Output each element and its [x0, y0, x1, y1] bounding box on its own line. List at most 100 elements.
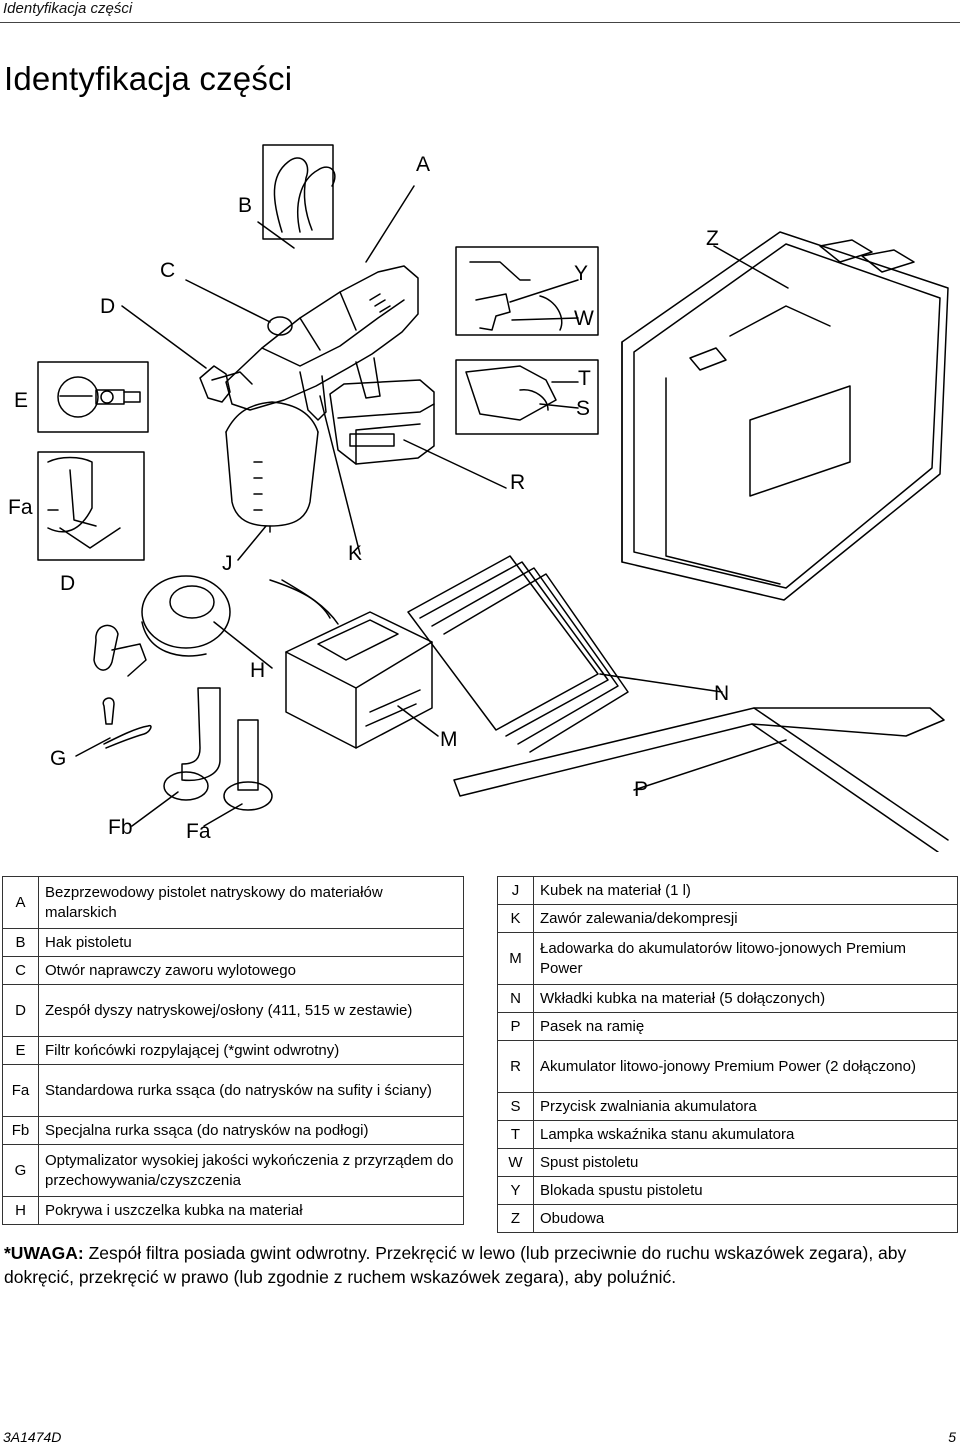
- note-label: *UWAGA:: [4, 1243, 84, 1263]
- part-letter: C: [2, 956, 39, 985]
- part-description: Otwór naprawczy zaworu wylotowego: [38, 956, 464, 985]
- part-letter: Fa: [2, 1064, 39, 1117]
- cup-liners: [407, 555, 599, 731]
- spray-tip: [199, 365, 231, 403]
- inset-trigger-lock-frame: [455, 246, 599, 336]
- callout-w: W: [574, 307, 594, 330]
- gun-handle: [299, 371, 327, 421]
- callout-k: K: [348, 542, 362, 565]
- inset-tube-frame: [37, 451, 145, 561]
- part-letter: R: [497, 1040, 534, 1093]
- table-row: E Filtr końcówki rozpylającej (*gwint od…: [2, 1036, 464, 1065]
- spray-gun-body: [225, 265, 419, 411]
- part-description: Blokada spustu pistoletu: [533, 1176, 958, 1205]
- callout-e: E: [14, 389, 28, 412]
- part-description: Filtr końcówki rozpylającej (*gwint odwr…: [38, 1036, 464, 1065]
- suction-tube-fa: [237, 719, 259, 791]
- fine-finish-optimizer: [102, 697, 115, 725]
- part-letter: Fb: [2, 1116, 39, 1145]
- callout-fa-tube: Fa: [186, 820, 211, 843]
- callout-t: T: [578, 367, 591, 390]
- part-letter: N: [497, 984, 534, 1013]
- inset-battery-button-frame: [455, 359, 599, 435]
- part-letter: Z: [497, 1204, 534, 1233]
- callout-g: G: [50, 747, 66, 770]
- callout-j: J: [222, 552, 233, 575]
- callout-b: B: [238, 194, 252, 217]
- paint-cup: [225, 431, 319, 527]
- parts-table-left: A Bezprzewodowy pistolet natryskowy do m…: [2, 876, 464, 1225]
- part-description: Pokrywa i uszczelka kubka na materiał: [38, 1196, 464, 1225]
- inset-filter-frame: [37, 361, 149, 433]
- note-text: Zespół filtra posiada gwint odwrotny. Pr…: [4, 1243, 907, 1287]
- part-letter: Y: [497, 1176, 534, 1205]
- callout-y: Y: [574, 262, 588, 285]
- table-row: P Pasek na ramię: [497, 1012, 958, 1041]
- parts-table-right: J Kubek na materiał (1 l) K Zawór zalewa…: [497, 876, 958, 1233]
- table-row: C Otwór naprawczy zaworu wylotowego: [2, 956, 464, 985]
- part-description: Pasek na ramię: [533, 1012, 958, 1041]
- part-description: Zawór zalewania/dekompresji: [533, 904, 958, 933]
- callout-n: N: [714, 682, 729, 705]
- callout-c: C: [160, 259, 175, 282]
- callout-fb: Fb: [108, 816, 133, 839]
- running-header: Identyfikacja części: [3, 0, 133, 17]
- part-description: Kubek na materiał (1 l): [533, 876, 958, 905]
- part-description: Standardowa rurka ssąca (do natrysków na…: [38, 1064, 464, 1117]
- callout-m: M: [440, 728, 458, 751]
- part-letter: J: [497, 876, 534, 905]
- part-description: Hak pistoletu: [38, 928, 464, 957]
- suction-tube-fb: [181, 687, 221, 782]
- callout-a: A: [416, 153, 430, 176]
- table-row: D Zespół dyszy natryskowej/osłony (411, …: [2, 984, 464, 1037]
- table-row: M Ładowarka do akumulatorów litowo-jonow…: [497, 932, 958, 985]
- part-letter: H: [2, 1196, 39, 1225]
- filter-thread-note: *UWAGA: Zespół filtra posiada gwint odwr…: [4, 1241, 959, 1289]
- charger-cord: [269, 579, 331, 619]
- part-letter: S: [497, 1092, 534, 1121]
- part-description: Ładowarka do akumulatorów litowo-jonowyc…: [533, 932, 958, 985]
- table-row: Fa Standardowa rurka ssąca (do natrysków…: [2, 1064, 464, 1117]
- part-description: Wkładki kubka na materiał (5 dołączonych…: [533, 984, 958, 1013]
- header-divider: [0, 22, 960, 23]
- tip-filter: [95, 389, 125, 405]
- gun-hook-frame: [262, 144, 334, 240]
- page-number: 5: [948, 1429, 956, 1445]
- table-row: R Akumulator litowo-jonowy Premium Power…: [497, 1040, 958, 1093]
- callout-r: R: [510, 471, 525, 494]
- part-letter: B: [2, 928, 39, 957]
- repair-port: [267, 316, 293, 336]
- part-letter: D: [2, 984, 39, 1037]
- gun-battery: [329, 379, 435, 465]
- cup-lid: [141, 575, 231, 649]
- callout-z: Z: [706, 227, 719, 250]
- callout-fa: Fa: [8, 496, 33, 519]
- part-description: Spust pistoletu: [533, 1148, 958, 1177]
- table-row: H Pokrywa i uszczelka kubka na materiał: [2, 1196, 464, 1225]
- part-letter: G: [2, 1144, 39, 1197]
- table-row: Fb Specjalna rurka ssąca (do natrysków n…: [2, 1116, 464, 1145]
- part-description: Specjalna rurka ssąca (do natrysków na p…: [38, 1116, 464, 1145]
- part-letter: E: [2, 1036, 39, 1065]
- document-code: 3A1474D: [3, 1429, 62, 1445]
- callout-s: S: [576, 397, 590, 420]
- battery-charger: [285, 611, 433, 749]
- part-letter: A: [2, 876, 39, 929]
- table-row: A Bezprzewodowy pistolet natryskowy do m…: [2, 876, 464, 929]
- callout-p: P: [634, 778, 648, 801]
- part-letter: W: [497, 1148, 534, 1177]
- table-row: W Spust pistoletu: [497, 1148, 958, 1177]
- table-row: T Lampka wskaźnika stanu akumulatora: [497, 1120, 958, 1149]
- part-description: Bezprzewodowy pistolet natryskowy do mat…: [38, 876, 464, 929]
- part-description: Zespół dyszy natryskowej/osłony (411, 51…: [38, 984, 464, 1037]
- part-description: Obudowa: [533, 1204, 958, 1233]
- part-description: Optymalizator wysokiej jakości wykończen…: [38, 1144, 464, 1197]
- callout-d: D: [100, 295, 115, 318]
- table-row: Z Obudowa: [497, 1204, 958, 1233]
- parts-diagram: A B C D E Fa Y W T S Z R D J K H N G M P…: [8, 144, 949, 852]
- part-description: Akumulator litowo-jonowy Premium Power (…: [533, 1040, 958, 1093]
- trigger-lock-detail: [475, 293, 511, 331]
- carrying-case: [621, 231, 949, 601]
- table-row: N Wkładki kubka na materiał (5 dołączony…: [497, 984, 958, 1013]
- table-row: G Optymalizator wysokiej jakości wykończ…: [2, 1144, 464, 1197]
